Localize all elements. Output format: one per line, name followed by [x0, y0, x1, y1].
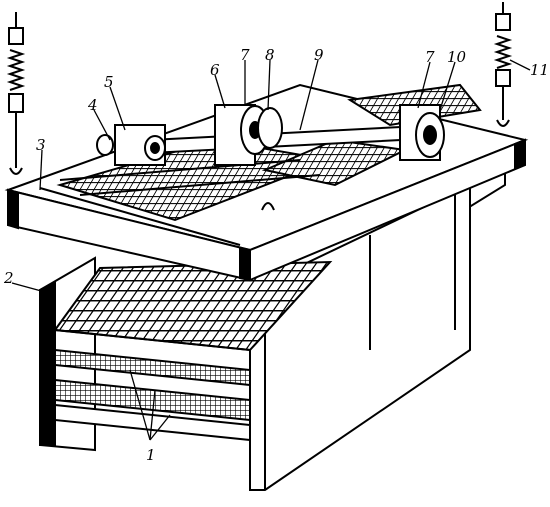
label-10: 10 — [447, 48, 467, 66]
label-2: 2 — [3, 269, 14, 287]
label-4: 4 — [87, 96, 98, 114]
label-8: 8 — [265, 46, 275, 64]
top-frame — [4, 83, 529, 282]
label-7-right: 7 — [425, 48, 435, 66]
label-7-left: 7 — [240, 46, 250, 64]
leader-lines — [11, 59, 531, 441]
left-suspension — [6, 12, 26, 175]
screen-decks — [53, 260, 333, 442]
right-suspension — [493, 2, 513, 127]
label-6: 6 — [210, 61, 220, 79]
label-5: 5 — [104, 73, 114, 91]
label-1: 1 — [146, 446, 156, 464]
part-labels: 1 2 3 4 5 6 7 8 9 7 10 11 — [3, 46, 549, 464]
drive-assembly — [96, 104, 445, 166]
label-3: 3 — [36, 136, 46, 154]
label-11: 11 — [530, 61, 549, 79]
label-9: 9 — [314, 46, 324, 64]
